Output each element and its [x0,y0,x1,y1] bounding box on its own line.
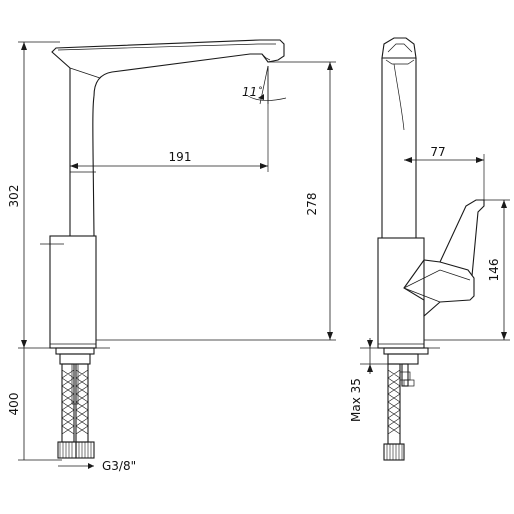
dim-handle-height: 146 [487,259,501,282]
front-view: 302 400 191 278 11° G3/8" [7,39,336,473]
dim-spout-angle: 11° [242,85,263,99]
side-view: 77 146 Max 35 [349,37,510,461]
dim-spout-reach: 191 [169,150,192,164]
dim-overall-height: 302 [7,185,21,208]
faucet-spout-arm [51,39,285,97]
dim-max-deck-thickness: Max 35 [349,378,363,422]
faucet-column-right [92,95,95,237]
dim-connection-thread: G3/8" [102,459,136,473]
dim-spout-height: 278 [305,193,319,216]
dim-hose-length: 400 [7,393,21,416]
dim-handle-offset: 77 [430,145,445,159]
spout-head [381,37,417,59]
lever-grip [439,199,485,277]
lever-handle [403,259,475,318]
faucet-base-body [49,235,97,349]
side-supply-hose [383,363,415,461]
supply-hoses [57,363,95,459]
